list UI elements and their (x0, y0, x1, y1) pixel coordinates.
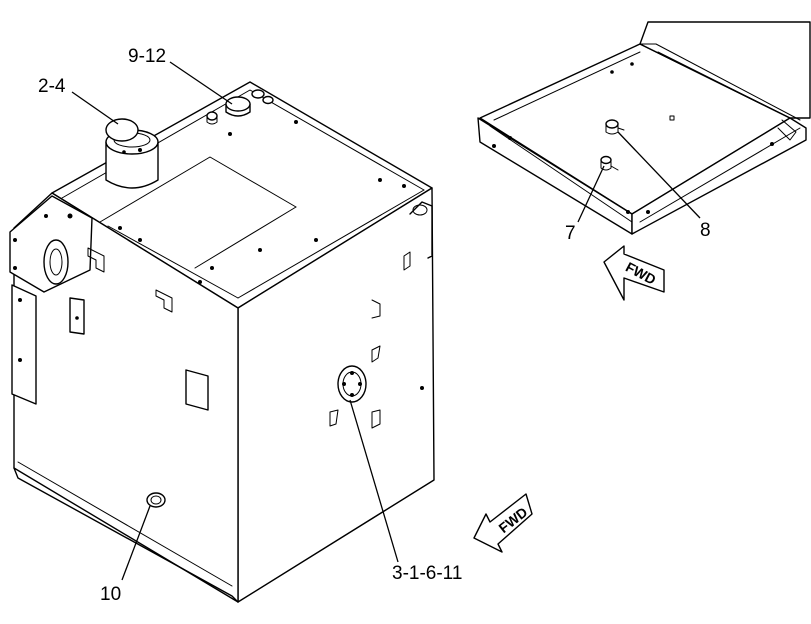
callout-9-12: 9-12 (128, 46, 166, 67)
callouts: 2-4 9-12 7 8 10 3-1-6-11 (38, 46, 711, 605)
fitting-7 (600, 155, 619, 171)
fitting-8 (605, 119, 625, 135)
sight-gauge (337, 365, 367, 403)
callout-3-1-6-11: 3-1-6-11 (392, 563, 462, 584)
left-face-pad-lower (185, 369, 209, 411)
callout-2-4: 2-4 (38, 76, 66, 97)
tank-bottom-skirt (13, 467, 239, 603)
tank-assembly (9, 81, 435, 603)
callout-8: 8 (700, 220, 711, 241)
filler-cap (105, 118, 159, 189)
bracket-slot (43, 239, 69, 285)
fwd-arrow-lower: FWD (473, 493, 533, 553)
callout-7: 7 (565, 223, 576, 244)
fwd-arrow-upper: FWD (603, 245, 665, 301)
callout-10: 10 (100, 584, 121, 605)
tank-left-face (13, 192, 239, 603)
left-face-pad-upper (69, 297, 85, 335)
left-rail (11, 284, 37, 405)
upper-mount-panel (477, 21, 811, 235)
breather-plug (206, 89, 274, 125)
leader-lines (71, 61, 701, 581)
left-mounting-bracket (9, 195, 93, 293)
drain-plug (146, 492, 166, 508)
